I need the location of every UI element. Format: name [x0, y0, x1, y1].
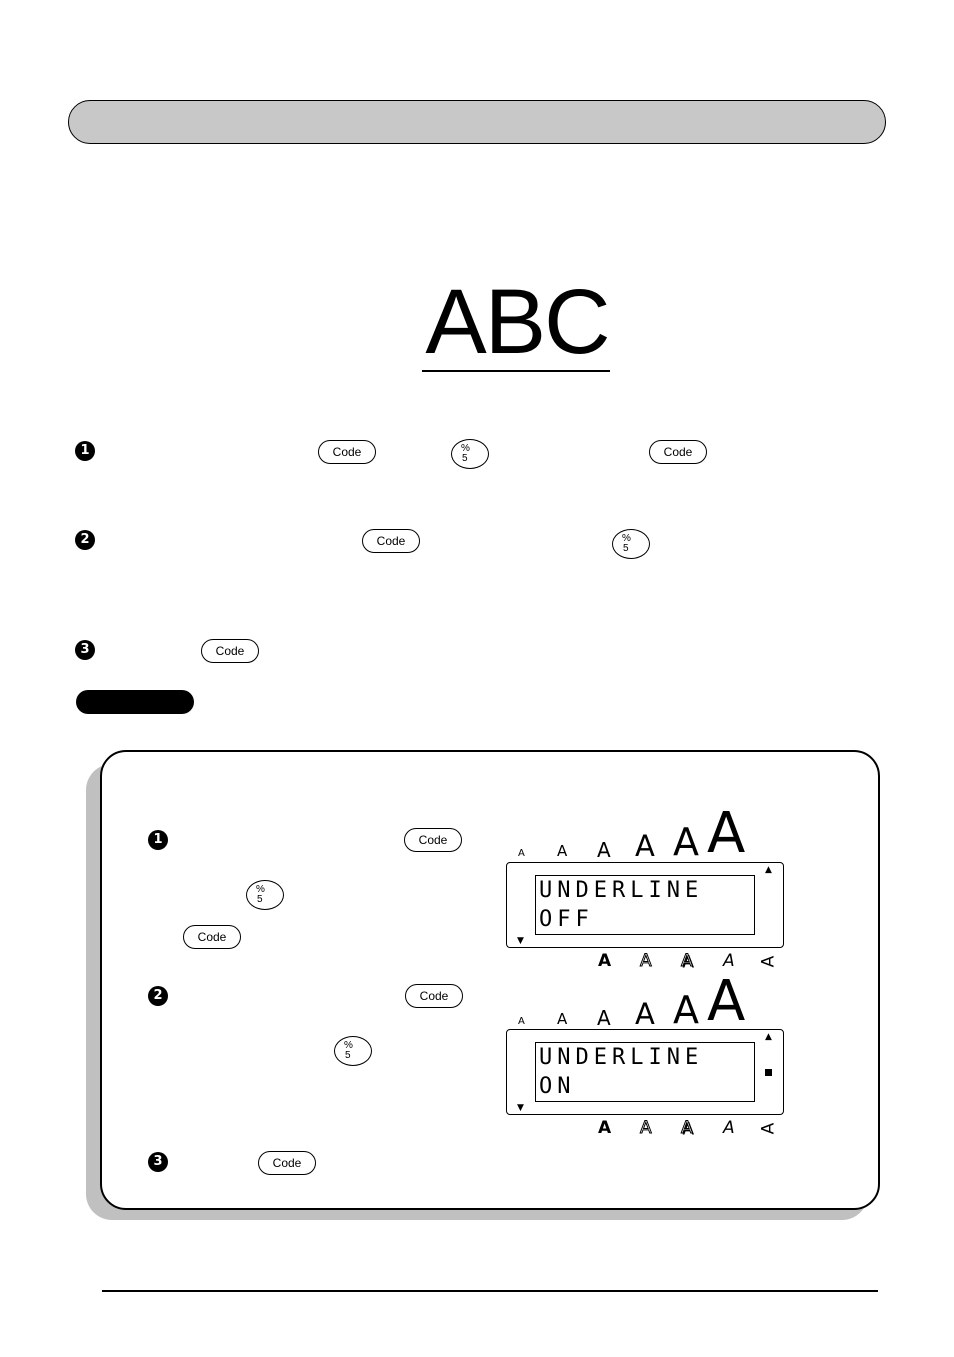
size-indicator: A	[673, 820, 699, 864]
bold-style-indicator: A	[598, 951, 612, 971]
bold-style-indicator: A	[598, 1118, 612, 1138]
size-indicator: A	[557, 1010, 568, 1028]
example-step-number-2: 2	[148, 986, 168, 1006]
five-key-number: 5	[462, 453, 468, 464]
five-key-icon: % 5	[334, 1036, 372, 1066]
five-key-symbol: %	[461, 443, 470, 454]
size-indicator: A	[597, 1006, 611, 1030]
step-number-3: 3	[75, 640, 95, 660]
size-indicator-smallest: A	[518, 848, 525, 859]
example-box	[100, 750, 880, 1210]
code-key-icon: Code	[362, 529, 420, 553]
lcd-line-2: OFF	[539, 907, 594, 932]
code-key-icon: Code	[183, 925, 241, 949]
scroll-up-icon: ▲	[765, 865, 772, 875]
underline-on-indicator	[765, 1069, 772, 1076]
size-indicator: A	[635, 997, 655, 1031]
size-indicator-largest: A	[707, 801, 746, 866]
code-key-icon: Code	[201, 639, 259, 663]
example-step-number-1: 1	[148, 830, 168, 850]
lcd-display-on: ▲ ▼ UNDERLINE ON	[506, 1029, 784, 1115]
five-key-symbol: %	[256, 884, 265, 895]
five-key-number: 5	[623, 543, 629, 554]
size-indicator-largest: A	[707, 969, 746, 1034]
scroll-down-icon: ▼	[517, 936, 524, 946]
five-key-symbol: %	[344, 1040, 353, 1051]
lcd-line-1: UNDERLINE	[539, 878, 704, 903]
five-key-icon: % 5	[451, 439, 489, 469]
underline-sample-text: ABC	[425, 271, 610, 373]
five-key-number: 5	[345, 1050, 351, 1061]
size-indicator: A	[635, 829, 655, 863]
code-key-icon: Code	[258, 1151, 316, 1175]
five-key-icon: % 5	[612, 529, 650, 559]
example-step-number-3: 3	[148, 1152, 168, 1172]
five-key-symbol: %	[622, 533, 631, 544]
shadow-style-indicator: A	[681, 1118, 694, 1138]
italic-style-indicator: A	[723, 951, 735, 971]
outline-style-indicator: A	[640, 1118, 653, 1138]
scroll-up-icon: ▲	[765, 1032, 772, 1042]
lcd-line-1: UNDERLINE	[539, 1045, 704, 1070]
size-indicator: A	[557, 842, 568, 860]
code-key-icon: Code	[649, 440, 707, 464]
five-key-icon: % 5	[246, 880, 284, 910]
code-key-icon: Code	[318, 440, 376, 464]
italic-style-indicator: A	[723, 1118, 735, 1138]
lcd-text-area: UNDERLINE ON	[535, 1042, 755, 1102]
shadow-style-indicator: A	[681, 951, 694, 971]
vertical-style-indicator: A	[758, 1122, 779, 1135]
scroll-down-icon: ▼	[517, 1103, 524, 1113]
lcd-display-off: ▲ ▼ UNDERLINE OFF	[506, 862, 784, 948]
code-key-icon: Code	[404, 828, 462, 852]
code-key-icon: Code	[405, 984, 463, 1008]
step-number-2: 2	[75, 530, 95, 550]
outline-style-indicator: A	[640, 951, 653, 971]
footer-rule	[102, 1290, 878, 1292]
vertical-style-indicator: A	[758, 955, 779, 968]
size-indicator: A	[673, 988, 699, 1032]
sample-underline-rule	[422, 370, 610, 372]
lcd-line-2: ON	[539, 1074, 576, 1099]
lcd-text-area: UNDERLINE OFF	[535, 875, 755, 935]
size-indicator: A	[597, 838, 611, 862]
section-header-bar	[68, 100, 886, 144]
example-label-pill	[76, 690, 194, 714]
five-key-number: 5	[257, 894, 263, 905]
step-number-1: 1	[75, 441, 95, 461]
size-indicator-smallest: A	[518, 1016, 525, 1027]
